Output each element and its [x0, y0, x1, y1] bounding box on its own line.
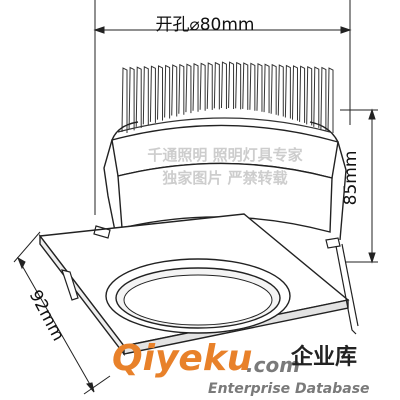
top-dimension: [93, 0, 352, 215]
heatsink-fin: [128, 66, 135, 131]
dimension-line-diagonal: [19, 261, 93, 389]
heatsink-fin: [178, 63, 185, 115]
diagonal-dimension: [13, 231, 111, 395]
arrow-up: [368, 108, 376, 120]
heatsink-fin: [206, 62, 213, 110]
extension-line-upper: [13, 231, 41, 263]
heatsink-fin: [320, 66, 327, 131]
arrow-right: [340, 26, 352, 34]
heatsink-fin: [192, 63, 199, 112]
heatsink-fin: [249, 62, 256, 111]
heatsink-fins: [121, 61, 334, 133]
heatsink-fin: [327, 67, 334, 133]
logo-chinese: 企业库: [290, 344, 357, 370]
heatsink-fin: [142, 65, 149, 126]
heatsink-fin: [313, 66, 320, 128]
terminal-block: [93, 225, 111, 239]
watermark-line-1: 千通照明 照明灯具专家: [147, 146, 302, 164]
heatsink-top-edge: [117, 117, 331, 133]
heatsink-fin: [299, 65, 306, 123]
spring-clip-right: [337, 141, 347, 241]
heatsink-fin: [171, 64, 178, 117]
heatsink-fin: [256, 63, 263, 112]
logo-wordmark: Qiyeku: [112, 338, 252, 379]
heatsink-fin: [277, 64, 284, 117]
extension-line-lower: [83, 375, 111, 395]
lamp-body: [103, 121, 347, 241]
spring-clip-left: [103, 139, 117, 237]
heatsink-fin: [213, 61, 220, 110]
spring-clip-front: [61, 269, 79, 301]
opening-lens: [123, 274, 273, 326]
arrow-left: [93, 26, 105, 34]
heatsink-fin: [149, 65, 156, 123]
logo-suffix: .com: [246, 353, 300, 377]
heatsink-fin: [270, 63, 277, 115]
heatsink-fin: [135, 66, 142, 128]
heatsink-fin: [306, 65, 313, 126]
mounting-springs: [61, 225, 359, 335]
spring-block-right: [325, 237, 341, 249]
side-dimension-label: 85mm: [341, 151, 361, 206]
heatsink-fin: [157, 65, 164, 121]
heatsink-fin: [235, 61, 242, 110]
heatsink-fin: [185, 63, 192, 114]
lamp-opening: [105, 258, 291, 334]
body-band: [117, 162, 333, 233]
heatsink-fin: [121, 67, 128, 133]
spring-arm-right: [335, 245, 357, 335]
heatsink-fin: [263, 63, 270, 114]
heatsink-fin: [228, 61, 235, 110]
heatsink-fin: [242, 62, 249, 110]
side-dimension: [340, 108, 378, 264]
arrow-upper: [17, 256, 26, 270]
top-dimension-label: 开孔⌀80mm: [156, 15, 255, 35]
logo-tagline: Enterprise Database: [208, 381, 370, 397]
diagonal-dimension-label: 92mm: [25, 287, 68, 345]
watermark-line-2: 独家图片 严禁转载: [162, 169, 287, 187]
arrow-down: [368, 252, 376, 264]
heatsink-fin: [199, 62, 206, 111]
heatsink-fin: [220, 61, 227, 110]
arrow-lower: [86, 382, 95, 393]
qiyeku-logo: Qiyeku .com 企业库 Enterprise Database: [112, 338, 370, 397]
spring-arm-right-2: [341, 243, 359, 327]
heatsink-fin: [164, 64, 171, 119]
heatsink-fin: [291, 65, 298, 121]
heatsink-fin: [284, 64, 291, 119]
